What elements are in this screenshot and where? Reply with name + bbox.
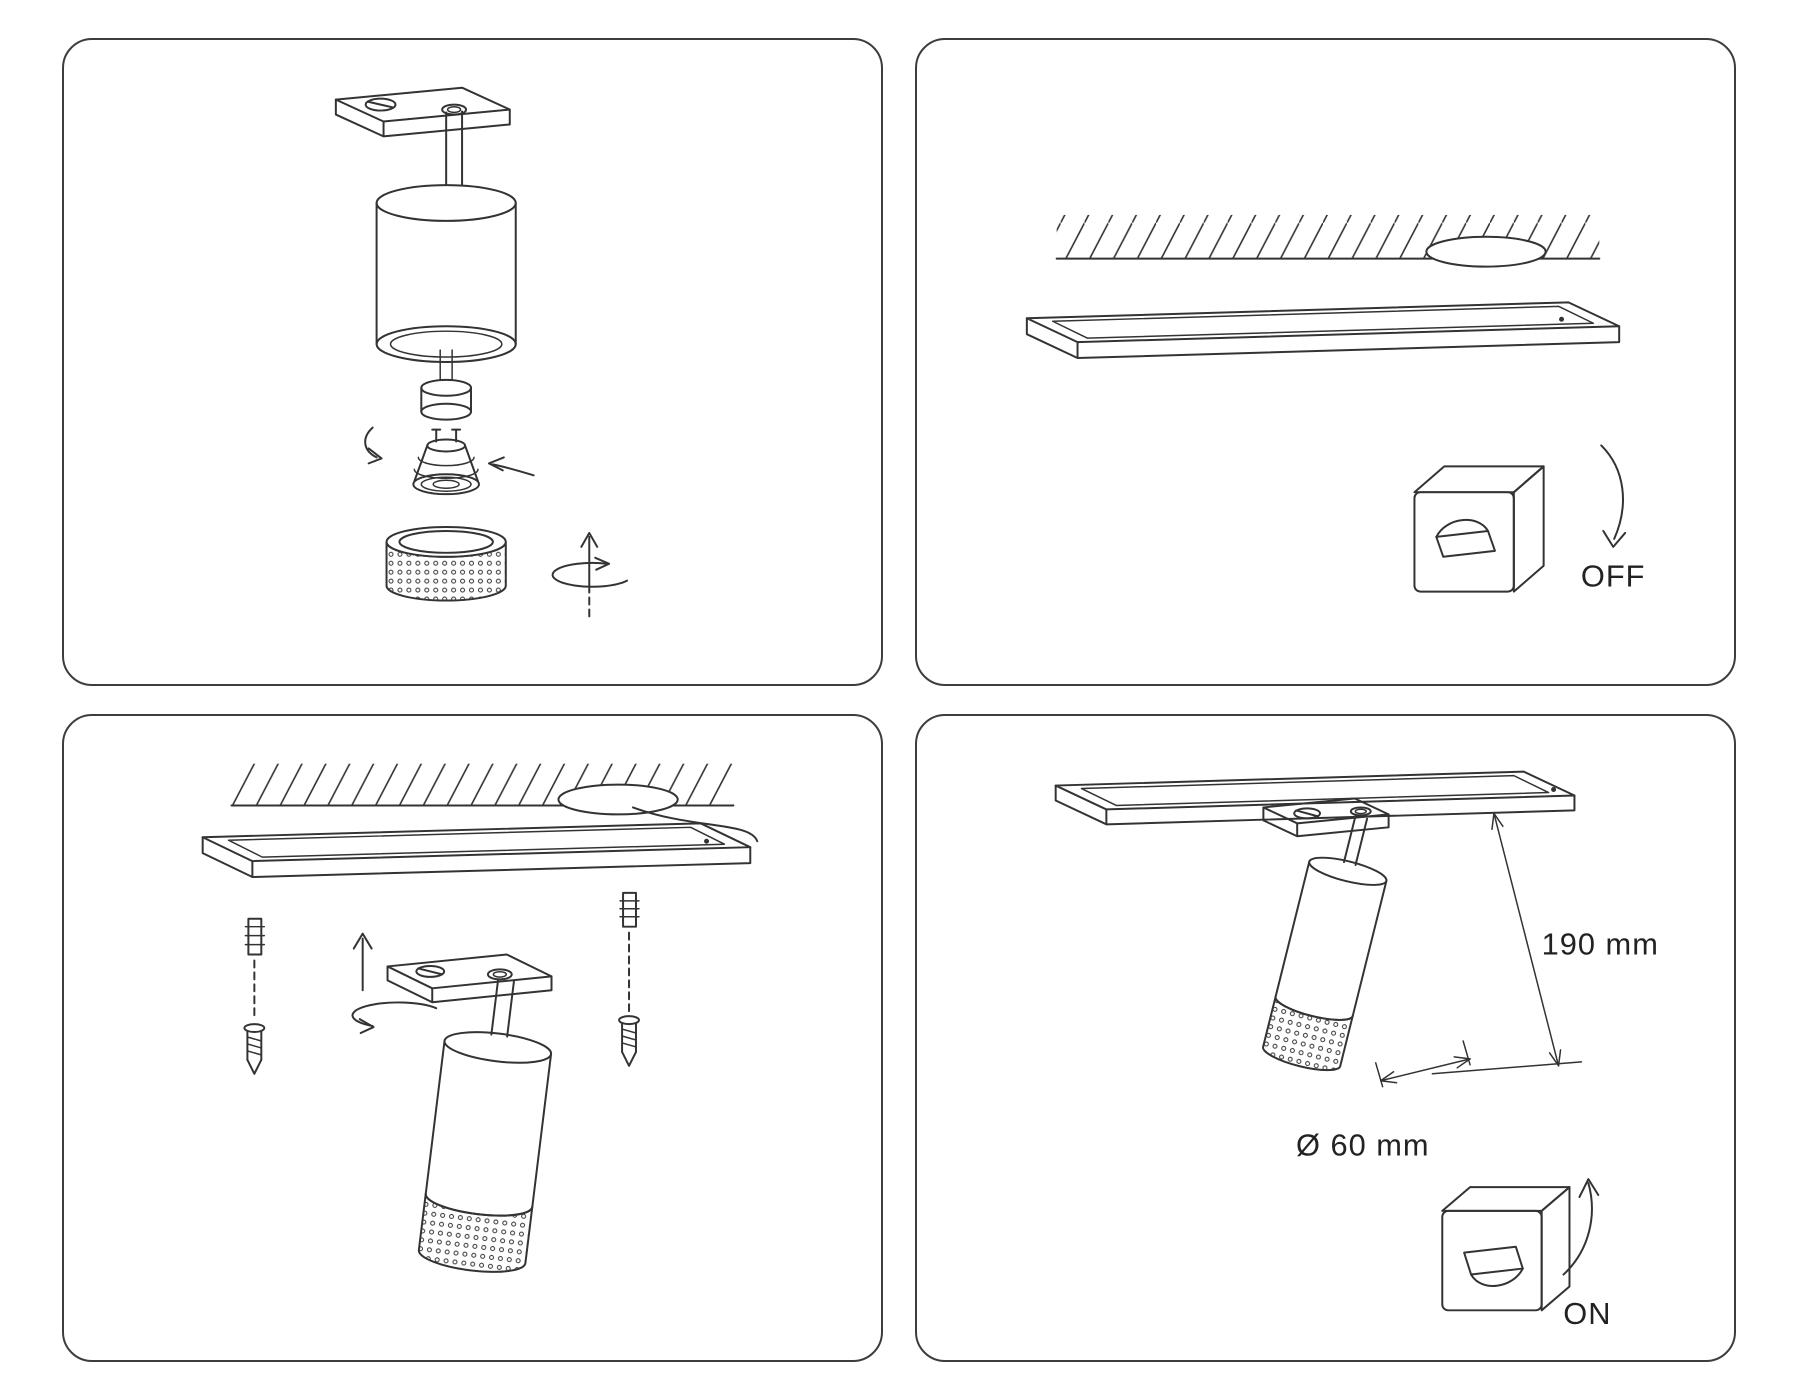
mesh-diffuser-ring-icon [385, 525, 507, 602]
track-adapter-icon [334, 86, 511, 187]
wall-switch-icon [1441, 1186, 1571, 1312]
insert-bulb-arrow-left-icon [364, 426, 383, 465]
insert-bulb-arrow-right-icon [487, 456, 535, 477]
turn-on-arrow-icon [1562, 1178, 1600, 1276]
power-off-drawing: OFF [1025, 214, 1646, 594]
panel-step-4-dimensions: 190 mm Ø 60 mm ON [915, 714, 1736, 1362]
turn-off-arrow-icon [1600, 444, 1627, 548]
track-bar-icon [201, 822, 752, 878]
wall-switch-icon [1413, 465, 1545, 593]
screw-left-icon [243, 1023, 266, 1075]
on-label: ON [1563, 1296, 1611, 1331]
panel-step-2-power-off: OFF [915, 38, 1736, 686]
rotation-arrow-icon [551, 531, 629, 618]
spotlight-icon [1262, 814, 1388, 1072]
screw-right-icon [618, 1015, 640, 1067]
track-adapter-icon [1262, 797, 1390, 838]
panel-step-1-lamp-assembly [62, 38, 883, 686]
height-dimension-line [1431, 812, 1583, 1075]
lamp-body-cylinder-icon [375, 184, 517, 421]
gu10-bulb-icon [412, 428, 480, 496]
mounting-hole-icon [1425, 235, 1547, 268]
track-adapter-icon [386, 953, 553, 1004]
wall-anchor-left-icon [244, 917, 266, 956]
mounting-drawing [201, 763, 759, 1273]
mounting-hole-icon [557, 783, 679, 816]
track-bar-icon [1054, 770, 1576, 826]
height-dimension-label: 190 mm [1542, 927, 1659, 962]
up-arrow-icon [352, 932, 373, 992]
ceiling-hatch-icon [230, 763, 735, 816]
power-cable-icon [632, 806, 759, 843]
ceiling-hatch-icon [1055, 214, 1601, 268]
track-bar-icon [1025, 301, 1621, 360]
spotlight-icon [417, 978, 553, 1273]
rotation-arrow-icon [351, 1001, 438, 1035]
off-label: OFF [1581, 559, 1646, 594]
wall-anchor-right-icon [619, 891, 640, 928]
diameter-dimension-line [1374, 1040, 1471, 1088]
lamp-assembly-drawing [334, 86, 629, 618]
dimensions-drawing: 190 mm Ø 60 mm ON [1054, 770, 1659, 1331]
panel-step-3-mounting [62, 714, 883, 1362]
diameter-dimension-label: Ø 60 mm [1296, 1127, 1430, 1162]
